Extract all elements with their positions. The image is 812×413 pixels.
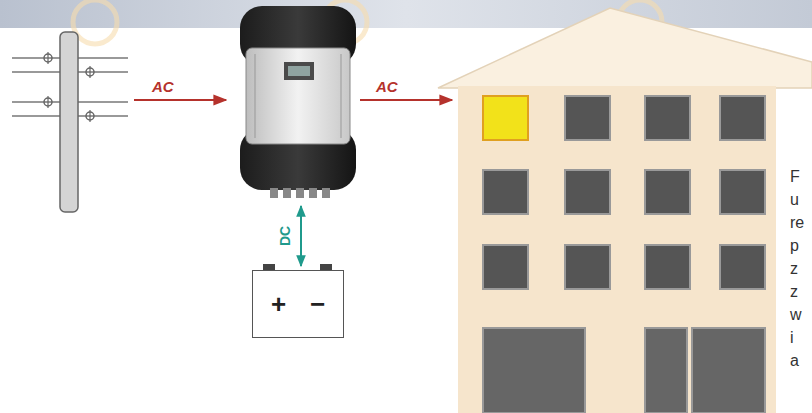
dc-arrow bbox=[300, 206, 302, 266]
terminal-sign: + bbox=[271, 289, 286, 320]
utility-pole bbox=[12, 32, 128, 212]
text-fragment: i bbox=[790, 329, 794, 347]
text-fragment: z bbox=[790, 260, 798, 278]
text-fragment: u bbox=[790, 191, 799, 209]
text-fragment: a bbox=[790, 352, 799, 370]
battery: +− bbox=[252, 270, 344, 338]
building bbox=[438, 8, 812, 413]
text-fragment: re bbox=[790, 214, 804, 232]
text-fragment: w bbox=[790, 306, 802, 324]
inverter bbox=[240, 6, 356, 198]
ac-label: AC bbox=[376, 78, 398, 95]
text-fragment: F bbox=[790, 168, 800, 186]
ac-arrow bbox=[360, 99, 452, 101]
ac-arrow bbox=[134, 99, 226, 101]
text-fragment: p bbox=[790, 237, 799, 255]
terminal-sign: − bbox=[310, 289, 325, 320]
text-fragment: z bbox=[790, 283, 798, 301]
ac-label: AC bbox=[152, 78, 174, 95]
dc-label: DC bbox=[277, 225, 293, 247]
